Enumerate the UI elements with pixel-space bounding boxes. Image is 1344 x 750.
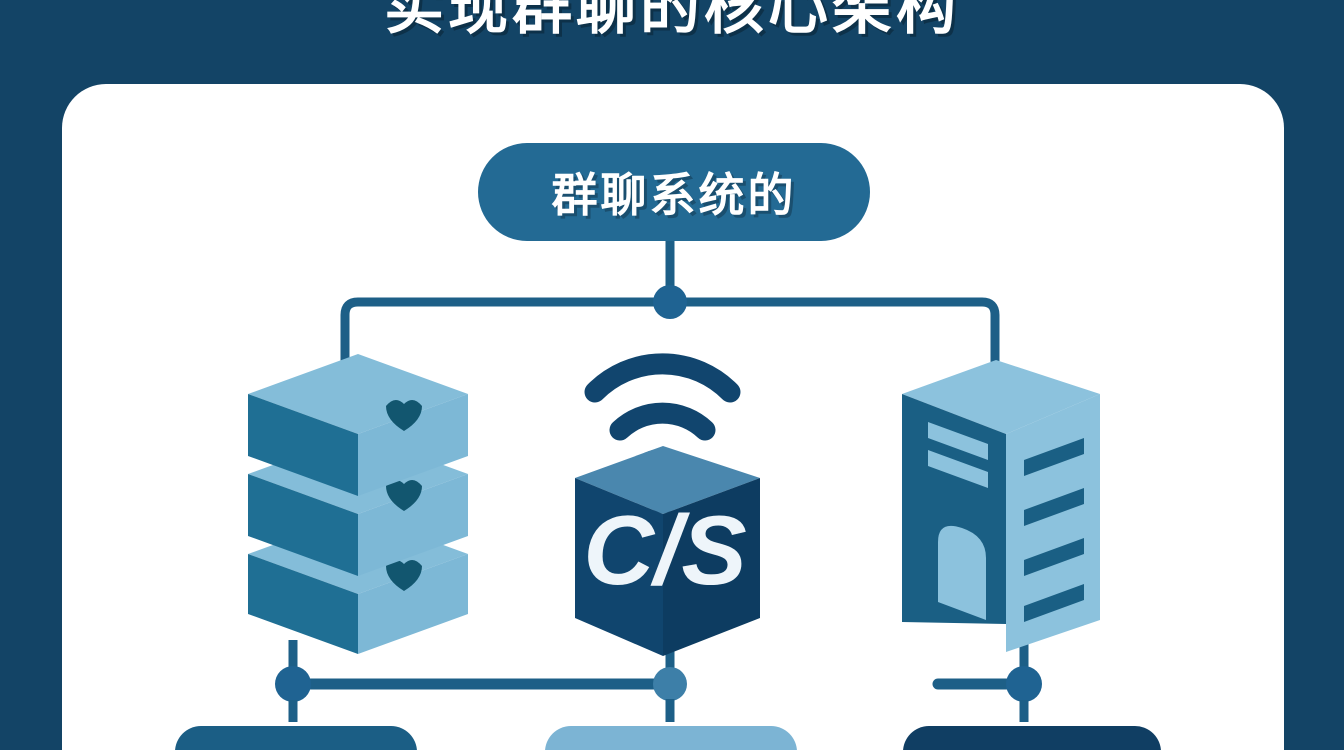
bottom-box-center[interactable]	[545, 726, 797, 750]
node-database-stack[interactable]	[238, 354, 478, 654]
database-stack-icon	[248, 354, 468, 654]
root-node-label: 群聊系统的	[551, 169, 797, 221]
icon-row: + C/S −	[0, 340, 1344, 670]
page-title-bar: 实现群聊的核心架构	[0, 0, 1344, 48]
cs-cube-label: C/S	[583, 495, 746, 605]
cs-cube-icon: C/S	[575, 353, 760, 656]
bottom-box-row	[0, 726, 1344, 750]
bottom-box-right[interactable]	[903, 726, 1161, 750]
page-title: 实现群聊的核心架构	[384, 0, 960, 41]
node-server-tower[interactable]	[888, 352, 1113, 664]
root-node-pill[interactable]: 群聊系统的	[478, 143, 870, 241]
node-client-server-cube[interactable]: C/S	[565, 346, 800, 666]
bottom-box-left[interactable]	[175, 726, 417, 750]
server-tower-icon	[902, 360, 1100, 652]
